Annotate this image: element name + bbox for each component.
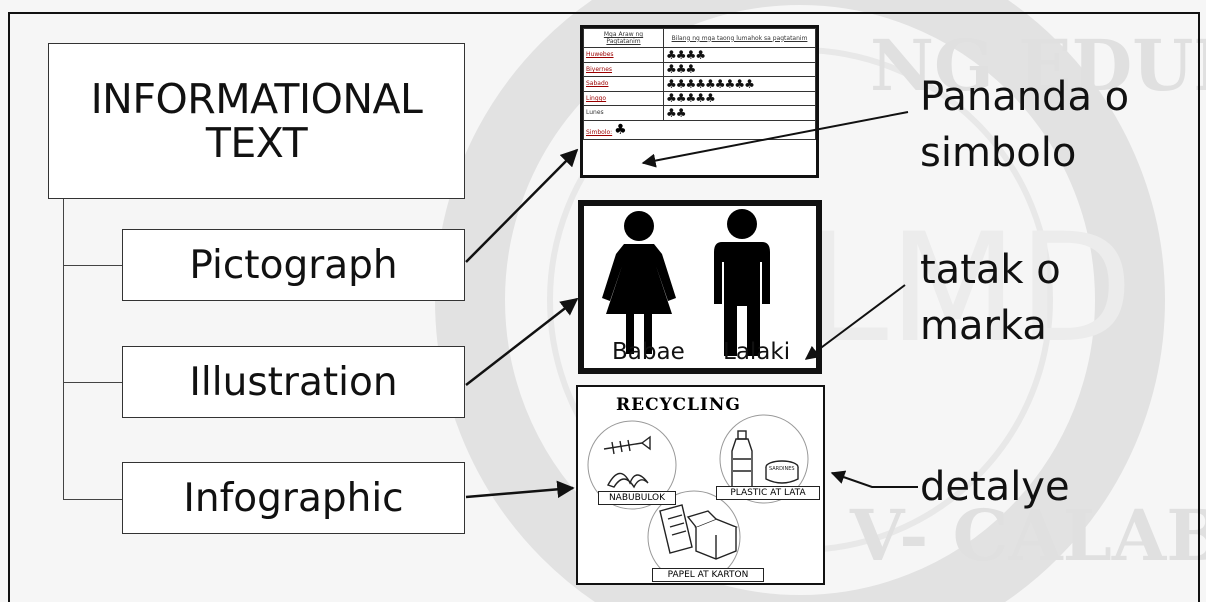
- mark-line1: tatak o: [920, 247, 1061, 293]
- carton-box-icon: [686, 510, 738, 560]
- ribbon-nabubulok-label: NABUBULOK: [608, 493, 666, 503]
- svg-text:NG EDUKAS: NG EDUKAS: [870, 24, 1206, 107]
- root-box: INFORMATIONAL TEXT: [48, 43, 465, 199]
- symbol-line1: Pananda o: [920, 74, 1130, 120]
- ribbon-plastic-label: PLASTIC AT LATA: [730, 488, 806, 498]
- ribbon-papel-label: PAPEL AT KARTON: [667, 570, 749, 580]
- arrow-pictograph: [465, 148, 579, 263]
- tree-icon: ♣: [614, 121, 627, 138]
- sardine-can-icon: [765, 460, 799, 484]
- arrow-detail: [830, 470, 918, 488]
- detail-annotation: detalye: [920, 459, 1070, 515]
- infographic-panel: RECYCLING SARDINES: [576, 385, 825, 585]
- arrow-mark: [804, 284, 906, 360]
- illustration-panel: Babae Lalaki: [578, 200, 822, 374]
- fishbone-icon: [603, 435, 651, 455]
- mark-annotation: tatak o marka: [920, 242, 1061, 354]
- detail-label: detalye: [920, 464, 1070, 510]
- pictograph-label: Pictograph: [189, 242, 398, 288]
- female-figure-icon: [602, 211, 676, 354]
- pictograph-box: Pictograph: [122, 229, 465, 301]
- arrow-illustration: [465, 297, 579, 386]
- picto-legend-label: Simbolo:: [586, 128, 613, 136]
- can-label: SARDINES: [769, 466, 795, 472]
- tree-branch-pictograph: [63, 265, 123, 266]
- svg-text:V- CALABARZ: V- CALABARZ: [849, 494, 1206, 577]
- frame-left-border: [8, 12, 10, 602]
- recycling-illustrations: SARDINES: [587, 414, 809, 582]
- arrow-infographic: [465, 480, 575, 499]
- table-row: Lunes ♣♣: [583, 105, 816, 121]
- frame-right-border: [1198, 12, 1200, 602]
- pictograph-table: Mga Araw ng Pagtatanim Bilang ng mga tao…: [583, 28, 816, 140]
- table-row: Simbolo: ♣: [583, 119, 816, 140]
- ribbon-papel: PAPEL AT KARTON: [652, 568, 764, 582]
- table-row: Biyernes ♣♣♣: [583, 61, 816, 77]
- root-title-line1: INFORMATIONAL: [90, 75, 423, 123]
- banana-peel-icon: [606, 472, 649, 489]
- tree-branch-infographic: [63, 499, 123, 500]
- male-label: Lalaki: [723, 339, 791, 365]
- restroom-figures: [602, 209, 770, 356]
- frame-top-border: [8, 12, 1200, 14]
- root-title-line2: TEXT: [205, 119, 308, 167]
- infographic-label: Infographic: [183, 475, 404, 521]
- symbol-annotation: Pananda o simbolo: [920, 69, 1129, 181]
- table-row: Linggo ♣♣♣♣♣: [583, 90, 816, 106]
- picto-header-count: Bilang ng mga taong lumahok sa pagtatani…: [663, 28, 816, 48]
- illustration-box: Illustration: [122, 346, 465, 418]
- illustration-label: Illustration: [189, 359, 398, 405]
- ribbon-plastic: PLASTIC AT LATA: [716, 486, 820, 500]
- infographic-box: Infographic: [122, 462, 465, 534]
- paper-icon: [659, 504, 693, 554]
- arrow-symbol: [641, 111, 909, 168]
- ribbon-nabubulok: NABUBULOK: [598, 491, 676, 505]
- mark-line2: marka: [920, 303, 1047, 349]
- tree-trunk-line: [63, 181, 64, 500]
- infographic-title: RECYCLING: [616, 395, 741, 415]
- male-figure-icon: [714, 209, 770, 356]
- symbol-line2: simbolo: [920, 130, 1077, 176]
- female-label: Babae: [612, 339, 685, 365]
- tree-branch-illustration: [63, 382, 123, 383]
